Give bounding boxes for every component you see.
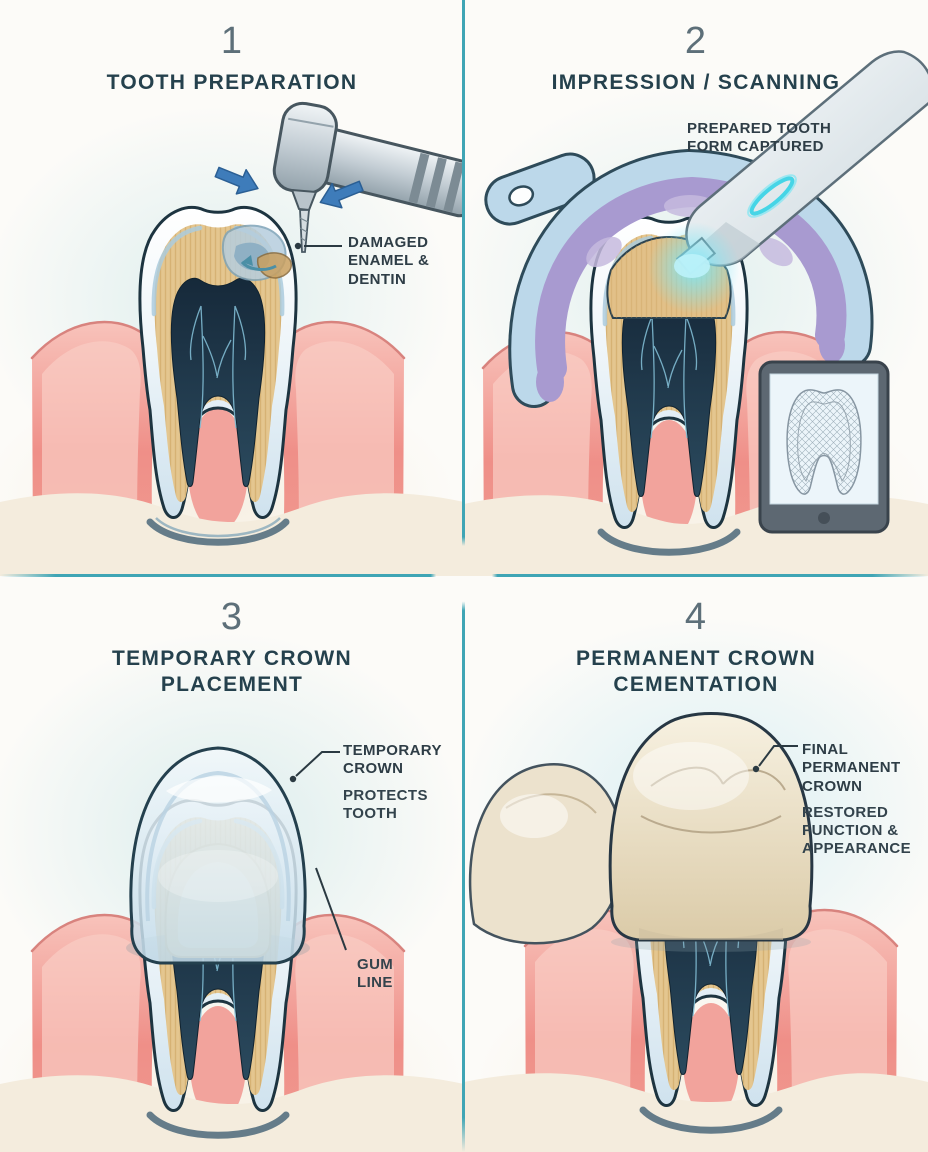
between-roots-gum (683, 1003, 739, 1119)
neighbor-tooth (468, 763, 624, 945)
scanned-tooth-wireframe (786, 389, 862, 495)
jaw-base (0, 1075, 464, 1152)
horizontal-divider (0, 574, 928, 577)
between-roots-gum (190, 1006, 246, 1122)
between-roots-gum (641, 420, 697, 540)
permanent-crown-illustration (464, 616, 928, 1152)
damaged-area (222, 224, 292, 281)
dental-drill-handpiece (272, 101, 464, 253)
callout-prepared-tooth: PREPARED TOOTH FORM CAPTURED (687, 120, 832, 156)
scanner-light-ring (747, 174, 797, 218)
root-nerve-ends (146, 518, 290, 546)
root-nerve-ends (146, 1111, 290, 1139)
callout-gum-line: GUM LINE (357, 956, 394, 992)
callout-final-crown: FINAL PERMANENT CROWN (802, 741, 901, 795)
tooth-preparation-illustration (0, 101, 464, 576)
step-4-permanent-crown: 4 PERMANENT CROWN CEMENTATION FINAL PERM… (464, 576, 928, 1152)
speed-arrows (214, 166, 364, 209)
root-nerve-ends (639, 1106, 783, 1134)
temporary-crown-illustration (0, 631, 464, 1152)
step-title: TEMPORARY CROWN PLACEMENT (112, 647, 352, 697)
leader-line-gum (315, 867, 347, 951)
step-1-tooth-preparation: 1 TOOTH PREPARATION DAMAGED ENAMEL & DEN… (0, 0, 464, 576)
tablet-display (758, 360, 890, 534)
step-number: 2 (684, 20, 708, 62)
impression-scanning-illustration (464, 50, 928, 576)
tray-handle-hole (508, 185, 535, 207)
step-number: 4 (684, 596, 708, 638)
step-title: IMPRESSION / SCANNING (551, 71, 841, 94)
between-roots-gum (188, 408, 248, 532)
callout-damaged-enamel: DAMAGED ENAMEL & DENTIN (348, 234, 430, 288)
step-2-impression-scanning: 2 IMPRESSION / SCANNING PREPARED TOOTH F… (464, 0, 928, 576)
callout-temporary-crown: TEMPORARY CROWN (343, 742, 442, 778)
impression-material (535, 176, 847, 402)
jaw-base (464, 1073, 928, 1152)
impression-tray (484, 148, 874, 408)
leader-line-crown (289, 751, 340, 783)
step-number: 3 (220, 596, 244, 638)
temporary-crown (129, 746, 307, 965)
leader-line-crown (752, 745, 798, 773)
step-title: TOOTH PREPARATION (106, 71, 358, 94)
permanent-crown (608, 712, 814, 942)
step-title: PERMANENT CROWN CEMENTATION (576, 647, 816, 697)
tablet-home-button (818, 512, 830, 524)
leader-line-damage (294, 242, 342, 250)
callout-protects-tooth: PROTECTS TOOTH (343, 786, 428, 822)
callout-restored-function: RESTORED FUNCTION & APPEARANCE (802, 803, 912, 858)
step-number: 1 (220, 20, 244, 62)
step-3-temporary-crown: 3 TEMPORARY CROWN PLACEMENT TEMPORARY CR… (0, 576, 464, 1152)
root-nerve-ends (597, 528, 741, 556)
